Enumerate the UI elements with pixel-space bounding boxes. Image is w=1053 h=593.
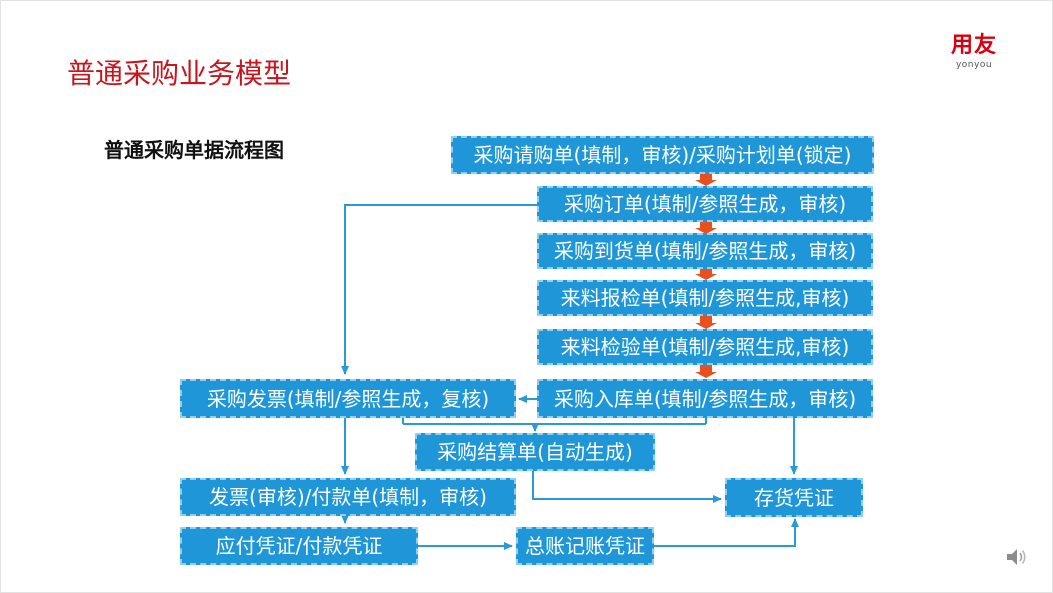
slide-title: 普通采购业务模型 [67, 57, 292, 90]
node-payable-voucher: 应付凭证/付款凭证 [180, 527, 418, 565]
speaker-icon[interactable] [1004, 545, 1028, 569]
logo-text: 用友 [950, 33, 997, 58]
node-purchase-order: 采购订单(填制/参照生成，审核) [537, 186, 873, 222]
connector-ledger-to-inventory [654, 518, 799, 547]
logo-subtext: yonyou [955, 60, 993, 70]
node-inventory-voucher: 存货凭证 [725, 478, 863, 517]
connector-order-to-invoice [341, 204, 537, 375]
diagram-subtitle: 普通采购单据流程图 [104, 138, 284, 162]
node-purchase-arrival: 采购到货单(填制/参照生成，审核) [537, 233, 873, 269]
node-settlement: 采购结算单(自动生成) [415, 433, 655, 471]
node-inspection-report: 来料报检单(填制/参照生成,审核) [537, 280, 873, 316]
chain-arrow-report-inspection [695, 316, 717, 329]
node-purchase-receipt: 采购入库单(填制/参照生成，审核) [537, 379, 873, 418]
chain-arrow-request-order [695, 174, 717, 186]
node-purchase-invoice: 采购发票(填制/参照生成，复核) [180, 379, 516, 418]
node-ledger-voucher: 总账记账凭证 [516, 527, 654, 565]
connector-settlement-to-inventory [532, 471, 722, 503]
node-inspection: 来料检验单(填制/参照生成,审核) [537, 329, 873, 365]
chain-arrows [695, 174, 717, 378]
chain-arrow-inspection-receipt [695, 365, 717, 378]
chain-arrow-order-arrival [695, 221, 717, 234]
chain-arrow-arrival-report [695, 268, 717, 280]
node-payment: 发票(审核)/付款单(填制，审核) [180, 478, 516, 516]
node-purchase-request: 采购请购单(填制，审核)/采购计划单(锁定) [451, 136, 874, 174]
brand-logo: 用友 yonyou [944, 33, 1004, 71]
